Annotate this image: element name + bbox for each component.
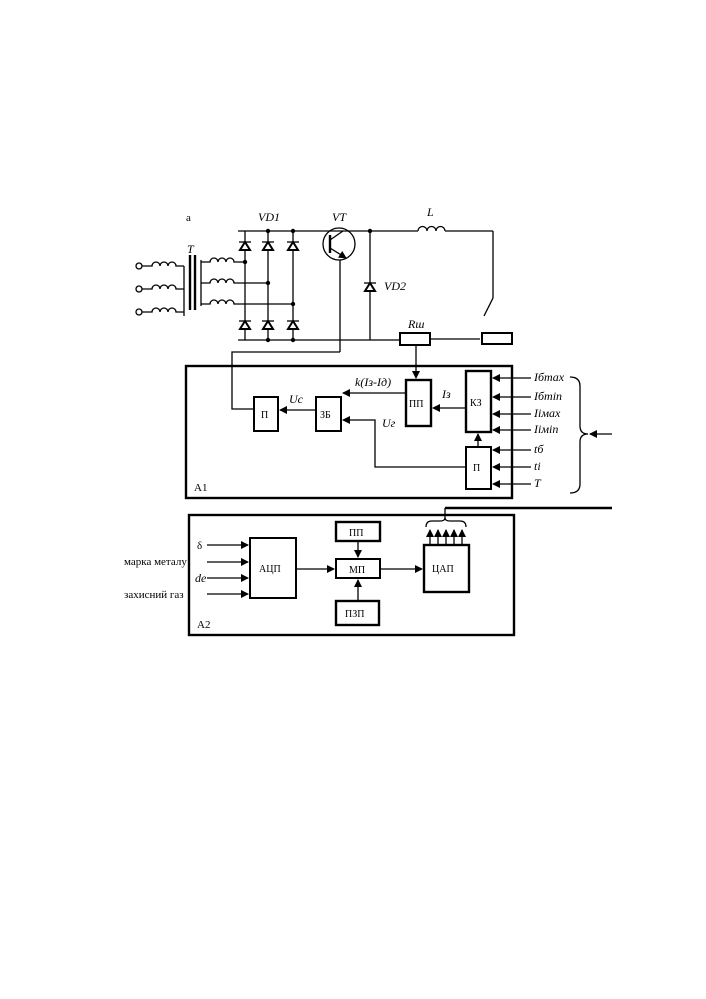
svg-text:МП: МП: [349, 565, 365, 576]
transistor-vt: [322, 227, 356, 352]
input-de: de: [195, 571, 207, 585]
block-adc: АЦП: [249, 537, 297, 599]
signal-uc: Uc: [289, 392, 304, 406]
input-iimin: Iімin: [533, 422, 558, 436]
input-brace: [569, 376, 589, 494]
diode-vd2: [363, 231, 377, 340]
a1-frame: [184, 364, 514, 500]
a2-label: A2: [197, 619, 210, 631]
block-zb: ЗБ: [315, 396, 342, 432]
input-metal-grade: марка металу: [124, 556, 187, 568]
shunt: [399, 332, 513, 379]
inductor-l: [367, 225, 494, 317]
signal-ug: Uг: [382, 416, 396, 430]
block-mp: МП: [335, 558, 381, 579]
input-tb: tб: [534, 442, 544, 456]
svg-text:ПП: ПП: [349, 528, 363, 539]
svg-text:АЦП: АЦП: [259, 564, 281, 575]
input-ibmax: Iбmax: [533, 370, 565, 384]
signal-iz: Iз: [441, 387, 451, 401]
diode-top-1: [238, 240, 252, 251]
diode-vd2-label: VD2: [384, 279, 406, 293]
transistor-label: VT: [332, 210, 347, 224]
block-pzp: ПЗП: [334, 599, 381, 627]
svg-text:КЗ: КЗ: [470, 398, 482, 409]
secondary-windings: [200, 257, 293, 306]
diode-top-2: [261, 240, 275, 251]
label-a: а: [186, 212, 191, 224]
a1-inputs: Iбmax Iбmin Iімax Iімin tб tі T: [492, 370, 565, 490]
vt-base-wire: [231, 351, 340, 410]
transformer: T: [135, 242, 293, 316]
rectifier-bridge: [238, 228, 400, 343]
transformer-label: T: [187, 242, 195, 256]
primary-windings: [135, 261, 185, 316]
input-iimax: Iімax: [533, 406, 561, 420]
input-ibmin: Iбmin: [533, 389, 562, 403]
svg-text:П: П: [261, 410, 268, 421]
shunt-label: Rш: [407, 317, 424, 331]
block-dac: ЦАП: [422, 543, 471, 594]
diode-top-3: [286, 240, 300, 251]
svg-text:ЦАП: ЦАП: [432, 564, 454, 575]
input-shielding-gas: захисний газ: [124, 589, 184, 601]
block-kz: КЗ: [464, 369, 493, 434]
input-t: T: [534, 476, 542, 490]
diode-bottom-1: [238, 319, 252, 330]
a2-inputs: δ марка металу de захисний газ: [124, 540, 249, 601]
a1-label: A1: [194, 482, 207, 494]
dac-outputs: [425, 517, 467, 545]
diode-bottom-2: [261, 319, 275, 330]
diode-bottom-3: [286, 319, 300, 330]
svg-text:ЗБ: ЗБ: [320, 410, 331, 421]
a2-frame: [187, 513, 516, 637]
block-p-bottom: П: [465, 446, 492, 490]
svg-text:П: П: [473, 463, 480, 474]
input-ti: tі: [534, 459, 541, 473]
inductor-label: L: [426, 205, 434, 219]
input-delta: δ: [197, 540, 202, 552]
block-p-left: П: [253, 396, 279, 432]
block-pp-a2: ПП: [334, 520, 382, 543]
svg-text:ПЗП: ПЗП: [345, 609, 364, 620]
load-resistor: [481, 332, 513, 345]
signal-k-diff: k(Iз-Iд): [355, 375, 391, 389]
rectifier-label: VD1: [258, 210, 280, 224]
svg-text:ПП: ПП: [409, 399, 423, 410]
block-pp: ПП: [404, 378, 433, 428]
